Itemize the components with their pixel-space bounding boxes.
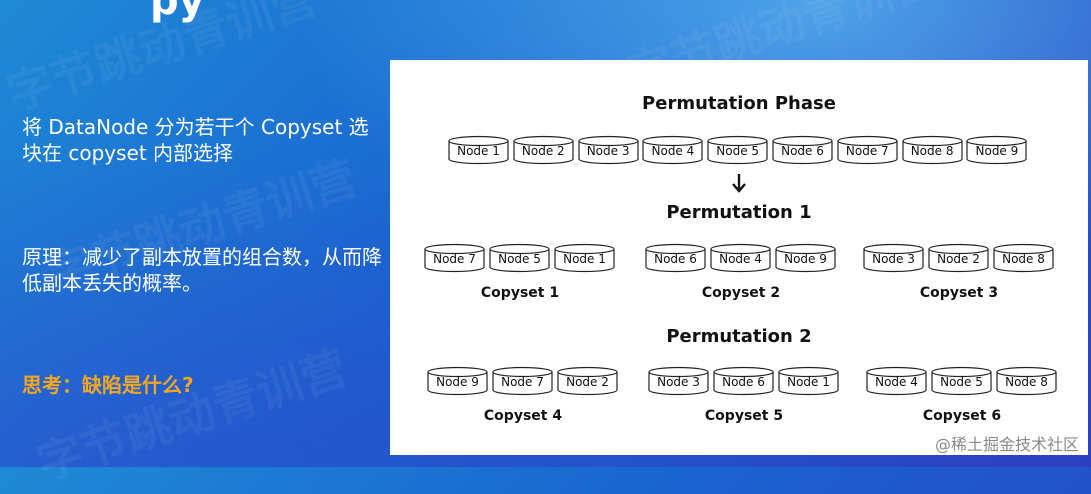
node-cylinder: Node 4: [709, 243, 772, 273]
node-cylinder: Node 9: [774, 243, 837, 273]
cylinder-shape: [837, 135, 898, 165]
cylinder-shape: [642, 135, 703, 165]
node-cylinder: Node 9: [426, 366, 489, 396]
bullet-principle: 原理：减少了副本放置的组合数，从而降低副本丢失的概率。: [22, 245, 382, 295]
down-arrow-icon: [732, 174, 746, 193]
node-label: Node 9: [975, 144, 1019, 158]
bullet-question: 思考：缺陷是什么?: [22, 373, 194, 397]
cylinder-shape: [424, 243, 485, 273]
node-cylinder: Node 8: [992, 243, 1055, 273]
copyset-diagram-panel: Permutation Phase Node 1 Node 2 Node 3 Node…: [390, 60, 1088, 455]
node-label: Node 7: [501, 375, 544, 389]
cylinder-shape: [554, 243, 615, 273]
node-label: Node 1: [563, 252, 606, 266]
node-cylinder: Node 6: [771, 135, 834, 165]
node-cylinder: Node 4: [865, 366, 928, 396]
node-label: Node 7: [845, 144, 889, 158]
cylinder-shape: [710, 243, 771, 273]
cylinder-shape: [772, 135, 833, 165]
cylinder-shape: [577, 135, 639, 165]
node-label: Node 9: [784, 252, 827, 266]
node-cylinder: Node 5: [930, 366, 993, 396]
node-label: Node 8: [1002, 252, 1045, 266]
node-label: Node 1: [457, 144, 500, 158]
cylinder-shape: [707, 135, 768, 165]
copyset-label: Copyset 2: [701, 285, 781, 301]
footer-watermark: @稀土掘金技术社区: [934, 435, 1079, 454]
cylinder-shape: [489, 243, 550, 273]
node-label: Node 4: [719, 252, 762, 266]
permutation-2-title: Permutation 2: [666, 326, 812, 347]
node-label: Node 3: [872, 252, 915, 266]
node-cylinder: Node 1: [553, 243, 616, 273]
node-label: Node 4: [875, 375, 918, 389]
cylinder-shape: [513, 135, 574, 165]
cylinder-shape: [645, 243, 706, 273]
node-label: Node 5: [716, 144, 760, 158]
node-label: Node 9: [436, 375, 479, 389]
node-label: Node 5: [940, 375, 983, 389]
node-cylinder: Node 1: [777, 366, 840, 396]
copyset-label: Copyset 1: [480, 285, 560, 301]
cylinder-shape: [775, 243, 836, 273]
node-label: Node 6: [654, 252, 697, 266]
cylinder-shape: [901, 135, 963, 165]
copyset-label: Copyset 3: [919, 285, 999, 301]
node-label: Node 6: [781, 144, 824, 158]
node-label: Node 3: [657, 375, 700, 389]
node-label: Node 6: [722, 375, 765, 389]
cylinder-shape: [778, 366, 839, 396]
node-cylinder: Node 5: [706, 135, 769, 165]
permutation-1-title: Permutation 1: [666, 202, 812, 223]
copyset-label: Copyset 5: [704, 408, 784, 424]
node-label: Node 2: [937, 252, 980, 266]
node-label: Node 3: [586, 144, 630, 158]
cylinder-shape: [648, 366, 709, 396]
cylinder-shape: [427, 366, 488, 396]
cylinder-shape: [931, 366, 992, 396]
cylinder-shape: [492, 366, 553, 396]
node-label: Node 4: [651, 144, 695, 158]
node-cylinder: Node 2: [512, 135, 575, 165]
node-label: Node 2: [521, 144, 565, 158]
node-label: Node 1: [787, 375, 830, 389]
node-cylinder: Node 7: [491, 366, 554, 396]
node-cylinder: Node 6: [712, 366, 775, 396]
cylinder-shape: [863, 243, 924, 273]
cylinder-shape: [866, 366, 927, 396]
cylinder-shape: [993, 243, 1054, 273]
node-label: Node 7: [433, 252, 476, 266]
node-cylinder: Node 6: [644, 243, 707, 273]
node-cylinder: Node 2: [927, 243, 990, 273]
copyset-label: Copyset 4: [483, 408, 563, 424]
cylinder-shape: [996, 366, 1057, 396]
node-cylinder: Node 8: [901, 135, 964, 165]
node-cylinder: Node 3: [647, 366, 710, 396]
node-cylinder: Node 7: [423, 243, 486, 273]
cylinder-shape: [448, 135, 509, 165]
slide-title-fragment: py: [150, 0, 205, 24]
node-cylinder: Node 7: [836, 135, 899, 165]
node-cylinder: Node 2: [556, 366, 619, 396]
bullet-copyset: 将 DataNode 分为若干个 Copyset 选块在 copyset 内部选…: [22, 115, 369, 165]
node-label: Node 8: [1005, 375, 1048, 389]
cylinder-shape: [713, 366, 774, 396]
watermark-text-3: 字节跳动青训营: [30, 340, 354, 492]
node-label: Node 2: [566, 375, 609, 389]
permutation-phase-title: Permutation Phase: [642, 93, 836, 114]
node-cylinder: Node 9: [965, 135, 1028, 165]
copyset-label: Copyset 6: [922, 408, 1002, 424]
node-cylinder: Node 3: [577, 135, 640, 165]
node-label: Node 8: [910, 144, 954, 158]
cylinder-shape: [557, 366, 618, 396]
node-cylinder: Node 3: [862, 243, 925, 273]
node-cylinder: Node 5: [488, 243, 551, 273]
node-cylinder: Node 1: [447, 135, 510, 165]
node-label: Node 5: [498, 252, 541, 266]
node-cylinder: Node 4: [641, 135, 704, 165]
cylinder-shape: [928, 243, 989, 273]
cylinder-shape: [966, 135, 1027, 165]
node-cylinder: Node 8: [995, 366, 1058, 396]
